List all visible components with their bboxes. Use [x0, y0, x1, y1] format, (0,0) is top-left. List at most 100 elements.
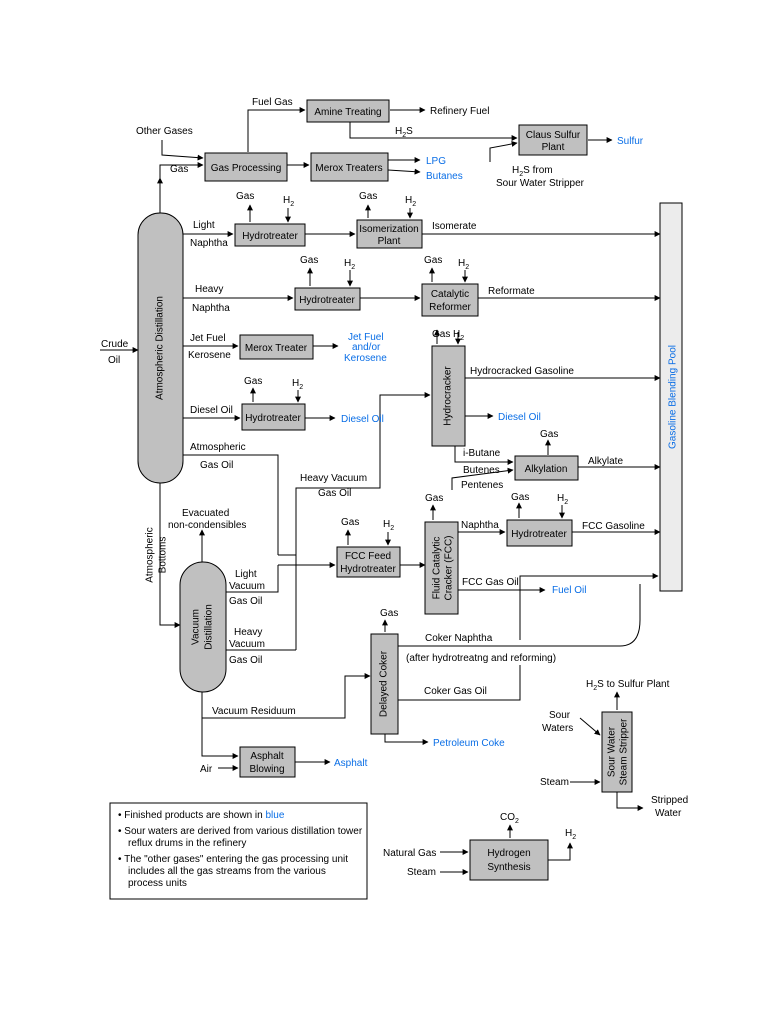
h2-label: H2 [557, 493, 568, 506]
isomerate-label: Isomerate [432, 221, 477, 232]
gas-label: Gas [380, 608, 398, 619]
jet-fuel-label: Jet Fuel [190, 333, 226, 344]
fcc-feed-hydrotreater: FCC Feed Hydrotreater [336, 546, 401, 578]
catalytic-reformer: Catalytic Reformer [421, 283, 479, 317]
legend-item-other-gases: • The "other gases" entering the gas pro… [118, 854, 348, 865]
sour-water-stripper-label: Sour Water Stripper [496, 178, 585, 189]
naphtha-label: Naphtha [461, 520, 499, 531]
gasoline-blending-pool: Gasoline Blending Pool [659, 202, 683, 592]
water-label: Water [655, 808, 682, 819]
gas-oil-label: Gas Oil [229, 596, 262, 607]
asphalt-blowing: Asphalt Blowing [239, 746, 296, 778]
steam-label: Steam [407, 867, 436, 878]
gas-oil-label: Gas Oil [200, 460, 233, 471]
sour-label: Sour [549, 710, 571, 721]
legend-item-other-gases-cont1: includes all the gas streams from the va… [128, 866, 326, 877]
isomerization-plant-label: Plant [378, 236, 401, 247]
claus-sulfur-label: Claus Sulfur [526, 130, 581, 141]
heavy-vacuum-label: Heavy Vacuum [300, 473, 367, 484]
gas-oil-label: Gas Oil [229, 655, 262, 666]
stripped-label: Stripped [651, 795, 688, 806]
evacuated-label: Evacuated [182, 508, 229, 519]
h2-label: H2 [458, 258, 469, 271]
air-label: Air [200, 764, 213, 775]
butanes-product: Butanes [426, 171, 463, 182]
blowing-label: Blowing [249, 764, 284, 775]
vacuum-residuum-label: Vacuum Residuum [212, 706, 296, 717]
legend-item-sour-waters: • Sour waters are derived from various d… [118, 826, 363, 837]
hydrocracked-gasoline-label: Hydrocracked Gasoline [470, 366, 574, 377]
delayed-coker-label: Delayed Coker [379, 650, 390, 717]
merox-treater-unit: Merox Treater [239, 334, 314, 360]
h2-label: H2 [405, 195, 416, 208]
waters-label: Waters [542, 723, 573, 734]
vacuum-distillation-column: Vacuum Distillation [179, 561, 227, 693]
h2s-from-label: H2S from [512, 165, 553, 178]
natural-gas-label: Natural Gas [383, 848, 436, 859]
lpg-product: LPG [426, 156, 446, 167]
gas-label: Gas [244, 376, 262, 387]
diesel-oil-product: Diesel Oil [341, 414, 384, 425]
distillation-label: Distillation [204, 604, 215, 650]
naphtha-label: Naphtha [190, 238, 228, 249]
fluid-catalytic-label: Fluid Catalytic [432, 537, 443, 600]
alkylation-unit: Alkylation [514, 455, 579, 481]
fuel-gas-label: Fuel Gas [252, 97, 293, 108]
hydrotreater-light-naphtha: Hydrotreater [234, 223, 306, 247]
hydrotreater-label: Hydrotreater [242, 231, 298, 242]
jet-fuel-product: Jet Fuel [348, 332, 384, 343]
claus-plant-label: Plant [542, 142, 565, 153]
hydrocracker-unit: Hydrocracker [431, 345, 466, 447]
hydrogen-label: Hydrogen [487, 848, 530, 859]
legend: • Finished products are shown in blue • … [109, 802, 368, 900]
asphalt-label: Asphalt [250, 751, 284, 762]
h2-label: H2 [292, 378, 303, 391]
isomerization-plant: Isomerization Plant [356, 219, 423, 249]
atmospheric-label: Atmospheric [190, 442, 246, 453]
merox-treaters-label: Merox Treaters [315, 163, 382, 174]
naphtha-label: Naphtha [192, 303, 230, 314]
kerosene-label: Kerosene [188, 350, 231, 361]
other-gases-label: Other Gases [136, 126, 193, 137]
bottoms-label: Bottoms [158, 537, 169, 574]
butenes-label: Butenes [463, 465, 500, 476]
hydrocracker-diesel-oil-product: Diesel Oil [498, 412, 541, 423]
hydrocracker-label: Hydrocracker [443, 366, 454, 426]
coker-gas-oil-label: Coker Gas Oil [424, 686, 487, 697]
claus-sulfur-plant: Claus Sulfur Plant [518, 124, 588, 156]
delayed-coker: Delayed Coker [370, 633, 399, 735]
sour-water-label: Sour Water [607, 726, 618, 777]
atmospheric-distillation-label: Atmospheric Distillation [155, 296, 166, 400]
h2-label: H2 [565, 828, 576, 841]
alkylation-label: Alkylation [525, 464, 568, 475]
reformer-label: Reformer [429, 302, 471, 313]
stream-labels: Fuel Gas Refinery Fuel Other Gases Gas H… [101, 97, 688, 878]
light-label: Light [193, 220, 215, 231]
gas-label: Gas [432, 329, 450, 340]
asphalt-product: Asphalt [334, 758, 368, 769]
hydrotreater-heavy-naphtha: Hydrotreater [294, 287, 361, 311]
legend-item-other-gases-cont2: process units [128, 878, 187, 889]
co2-label: CO2 [500, 812, 519, 825]
fcc-feed-label: FCC Feed [345, 551, 391, 562]
fluid-catalytic-cracker: Fluid Catalytic Cracker (FCC) [424, 521, 459, 615]
sour-water-steam-stripper: Sour Water Steam Stripper [601, 711, 633, 793]
reformate-label: Reformate [488, 286, 535, 297]
catalytic-label: Catalytic [431, 289, 469, 300]
amine-treating-unit: Amine Treating [306, 99, 390, 123]
cracker-fcc-label: Cracker (FCC) [444, 536, 455, 601]
petroleum-coke-product: Petroleum Coke [433, 738, 505, 749]
hydrotreater-diesel: Hydrotreater [241, 403, 306, 431]
and-or-product: and/or [352, 342, 381, 353]
h2s-label: H2S [395, 126, 413, 139]
legend-item-sour-waters-cont: reflux drums in the refinery [128, 838, 246, 849]
gas-label: Gas [511, 492, 529, 503]
gas-processing-unit: Gas Processing [204, 152, 288, 182]
refinery-fuel-label: Refinery Fuel [430, 106, 489, 117]
vacuum-label: Vacuum [191, 609, 202, 645]
atmospheric-distillation-column: Atmospheric Distillation [137, 212, 184, 484]
pentenes-label: Pentenes [461, 480, 503, 491]
gas-label: Gas [424, 255, 442, 266]
amine-treating-label: Amine Treating [314, 107, 381, 118]
